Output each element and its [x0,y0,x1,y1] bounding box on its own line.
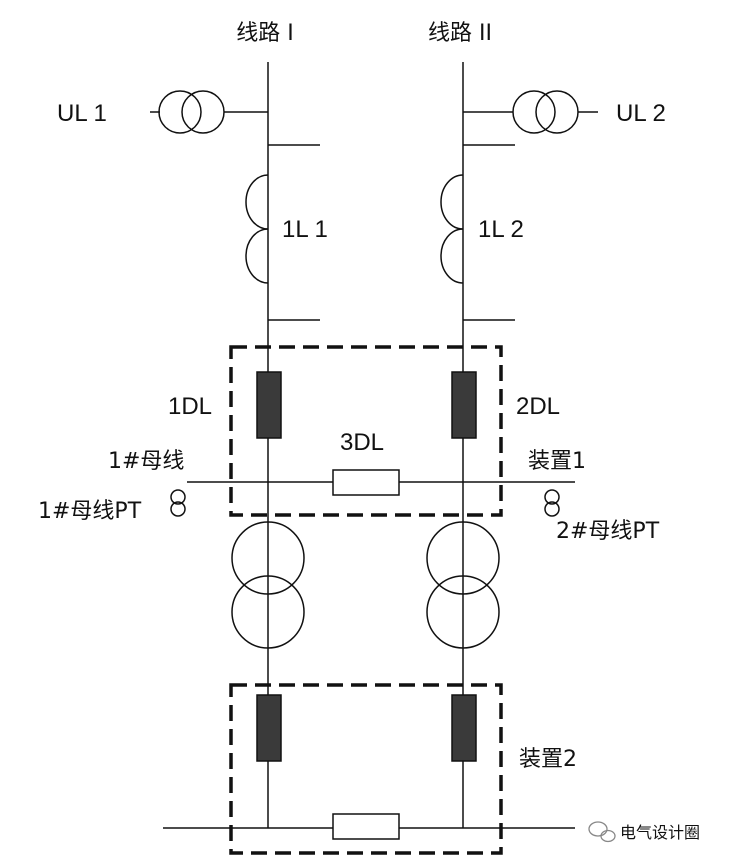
transformer-2 [426,521,500,649]
device-2-boundary [229,683,503,855]
busbar-1-label: 1#母线 [108,449,184,474]
reactor-1l2-label: 1L 2 [478,216,524,243]
reactor-1l2 [440,144,515,321]
line-1-title: 线路 I [236,21,293,46]
ul1-label: UL 1 [57,100,107,127]
watermark-text: 电气设计圈 [620,823,700,842]
bus-2-pt-label: 2#母线PT [556,519,660,544]
device-2-label: 装置2 [519,747,577,772]
breaker-3dl-label: 3DL [340,429,384,456]
bus-1-pt-label: 1#母线PT [38,499,142,524]
reactor-1l1 [245,144,320,321]
breaker-1dl [256,371,282,439]
reactor-1l1-label: 1L 1 [282,216,328,243]
ul2-label: UL 2 [616,100,666,127]
bus-tie-breaker-low [332,813,400,840]
device-1-label: 装置1 [528,449,586,474]
line-2-title: 线路 II [428,21,492,46]
breaker-3dl [332,469,400,496]
breaker-2dl [451,371,477,439]
bus-2-pt-symbol [544,489,560,517]
watermark: 电气设计圈 [588,821,700,843]
transformer-1 [231,521,305,649]
bus-1-pt-symbol [170,489,186,517]
voltage-transformer-ul1 [150,90,268,134]
wechat-icon [588,821,616,843]
breaker-low-2 [451,694,477,762]
breaker-2dl-label: 2DL [516,393,560,420]
breaker-1dl-label: 1DL [168,393,212,420]
device-1-boundary [229,345,503,517]
voltage-transformer-ul2 [463,90,598,134]
breaker-low-1 [256,694,282,762]
